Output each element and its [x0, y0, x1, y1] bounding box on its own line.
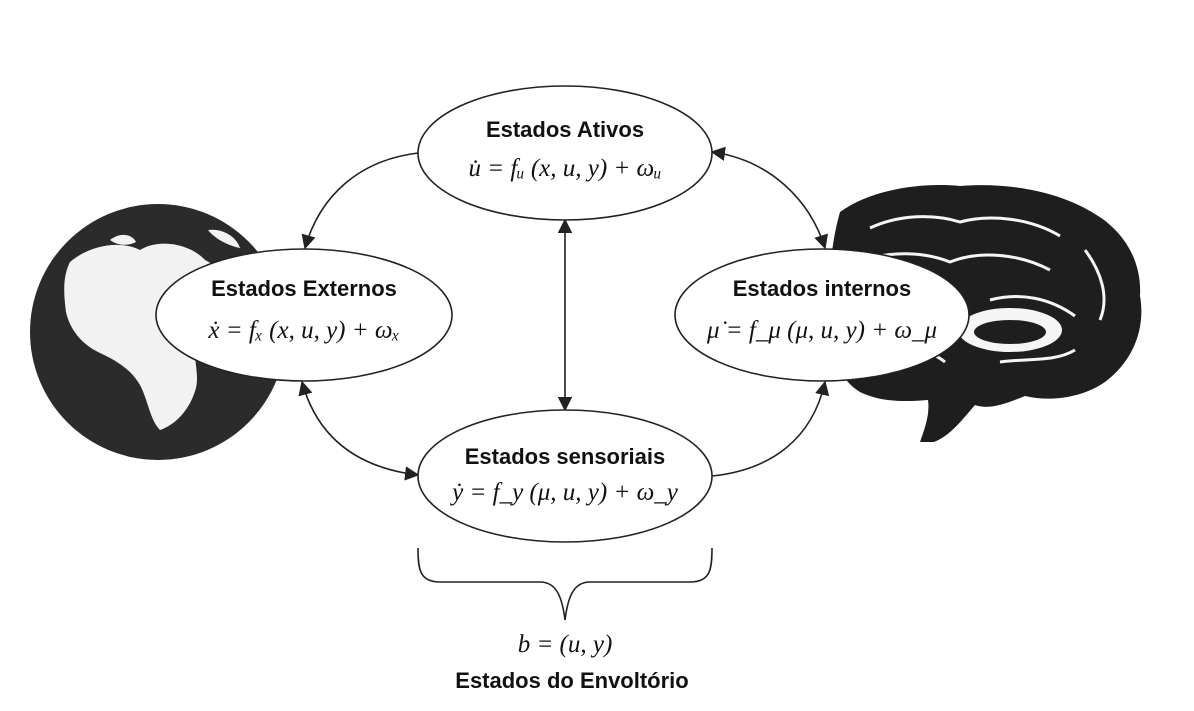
node-active-title: Estados Ativos	[486, 117, 644, 142]
node-active-equation: u̇ = fᵤ (x, u, y) + ωᵤ	[468, 155, 661, 182]
arrow-active-to-external	[301, 152, 419, 250]
arrow-external-sensory	[298, 380, 420, 481]
node-internal-states: Estados internos μ̇ = f_μ (μ, u, y) + ω_…	[674, 248, 970, 382]
node-external-states: Estados Externos ẋ = fₓ (x, u, y) + ωₓ	[155, 248, 453, 382]
node-sensory-equation: ẏ = f_y (μ, u, y) + ω_y	[449, 479, 679, 506]
brain-icon	[830, 185, 1142, 442]
node-external-title: Estados Externos	[211, 276, 397, 301]
node-active-states: Estados Ativos u̇ = fᵤ (x, u, y) + ωᵤ	[417, 85, 713, 221]
node-internal-title: Estados internos	[733, 276, 911, 301]
node-internal-equation: μ̇ = f_μ (μ, u, y) + ω_μ	[706, 317, 937, 344]
node-sensory-states: Estados sensoriais ẏ = f_y (μ, u, y) + ω…	[417, 409, 713, 543]
blanket-label: Estados do Envoltório	[455, 668, 688, 693]
node-sensory-title: Estados sensoriais	[465, 444, 666, 469]
arrow-sensory-to-internal	[711, 380, 830, 477]
arrow-active-internal	[710, 146, 828, 250]
node-external-equation: ẋ = fₓ (x, u, y) + ωₓ	[207, 317, 399, 344]
blanket-equation: b = (u, y)	[518, 631, 613, 658]
blanket-brace	[417, 547, 713, 621]
